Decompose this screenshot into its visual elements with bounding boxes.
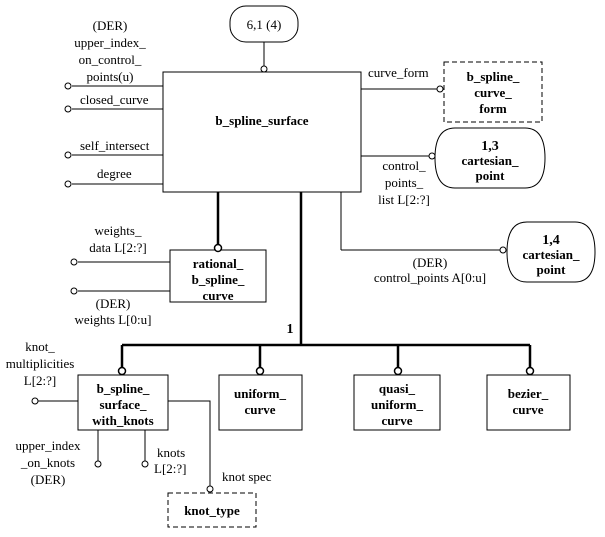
cartesian-point-label: point — [537, 262, 567, 277]
b-spline-curve-form-label: b_spline_ — [467, 69, 520, 84]
control-points-label: list L[2:?] — [378, 192, 430, 207]
cartesian-point-label: 1,3 — [481, 139, 499, 154]
knot-spec-label: knot spec — [222, 469, 272, 484]
cartesian-point-box-1[interactable] — [434, 127, 546, 189]
knots-label: knots — [157, 445, 185, 460]
b-spline-curve-form-box[interactable] — [443, 61, 543, 123]
closed-curve-label: closed_curve — [80, 92, 149, 107]
weights-label: weights L[0:u] — [75, 312, 152, 327]
upper-index-label: on_control_ — [79, 52, 142, 67]
b-spline-surface-label: b_spline_surface — [215, 113, 308, 128]
knot-multiplicities-label: knot_ — [25, 339, 55, 354]
rational-label: b_spline_ — [192, 272, 245, 287]
control-points-label: control_ — [382, 158, 426, 173]
upper-index-on-knots-label: upper_index — [16, 438, 81, 453]
cartesian-point-label: cartesian_ — [522, 247, 580, 262]
with-knots-label: b_spline_ — [97, 381, 150, 396]
rational-label: curve — [202, 288, 233, 303]
knot-multiplicities-label: multiplicities — [6, 356, 75, 371]
knot-multiplicities-label: L[2:?] — [24, 373, 56, 388]
cartesian-point-label: 1,4 — [542, 233, 560, 248]
quasi-uniform-label: uniform_ — [371, 397, 424, 412]
knots-label: L[2:?] — [154, 461, 186, 476]
bezier-curve-label: curve — [512, 402, 543, 417]
knot-type-box[interactable] — [167, 492, 257, 528]
der-label-3: (DER) — [96, 296, 131, 311]
upper-index-label: points(u) — [87, 69, 134, 84]
degree-label: degree — [97, 166, 132, 181]
with-knots-label: with_knots — [92, 413, 153, 428]
cartesian-point-box-2[interactable] — [506, 221, 596, 283]
der-label-2: (DER) — [413, 255, 448, 270]
cartesian-point-label: cartesian_ — [461, 153, 519, 168]
b-spline-surface-box[interactable] — [162, 71, 362, 193]
control-points-a-label: control_points A[0:u] — [374, 270, 486, 285]
cartesian-point-label: point — [476, 168, 506, 183]
quasi-uniform-label: quasi_ — [379, 381, 416, 396]
page-ref-label: 6,1 (4) — [247, 17, 282, 32]
rational-label: rational_ — [193, 256, 244, 271]
der-label-1: (DER) — [93, 18, 128, 33]
uniform-curve-label: curve — [244, 402, 275, 417]
upper-index-on-knots-label: _on_knots — [20, 455, 75, 470]
curve-form-label: curve_form — [368, 65, 429, 80]
knot-type-label: knot_type — [184, 503, 240, 518]
upper-index-label: upper_index_ — [74, 35, 146, 50]
self-intersect-label: self_intersect — [80, 138, 150, 153]
supertype-marker: 1 — [287, 322, 294, 337]
b-spline-curve-form-label: form — [479, 101, 507, 116]
b-spline-curve-form-label: curve_ — [474, 85, 512, 100]
with-knots-label: surface_ — [100, 397, 147, 412]
upper-index-on-knots-label: (DER) — [31, 472, 66, 487]
weights-data-label: weights_ — [95, 223, 142, 238]
bezier-curve-label: bezier_ — [508, 386, 549, 401]
uniform-curve-label: uniform_ — [234, 386, 287, 401]
control-points-label: points_ — [385, 175, 424, 190]
bezier-curve-box[interactable] — [486, 374, 571, 431]
quasi-uniform-label: curve — [381, 413, 412, 428]
weights-data-label: data L[2:?] — [89, 240, 146, 255]
